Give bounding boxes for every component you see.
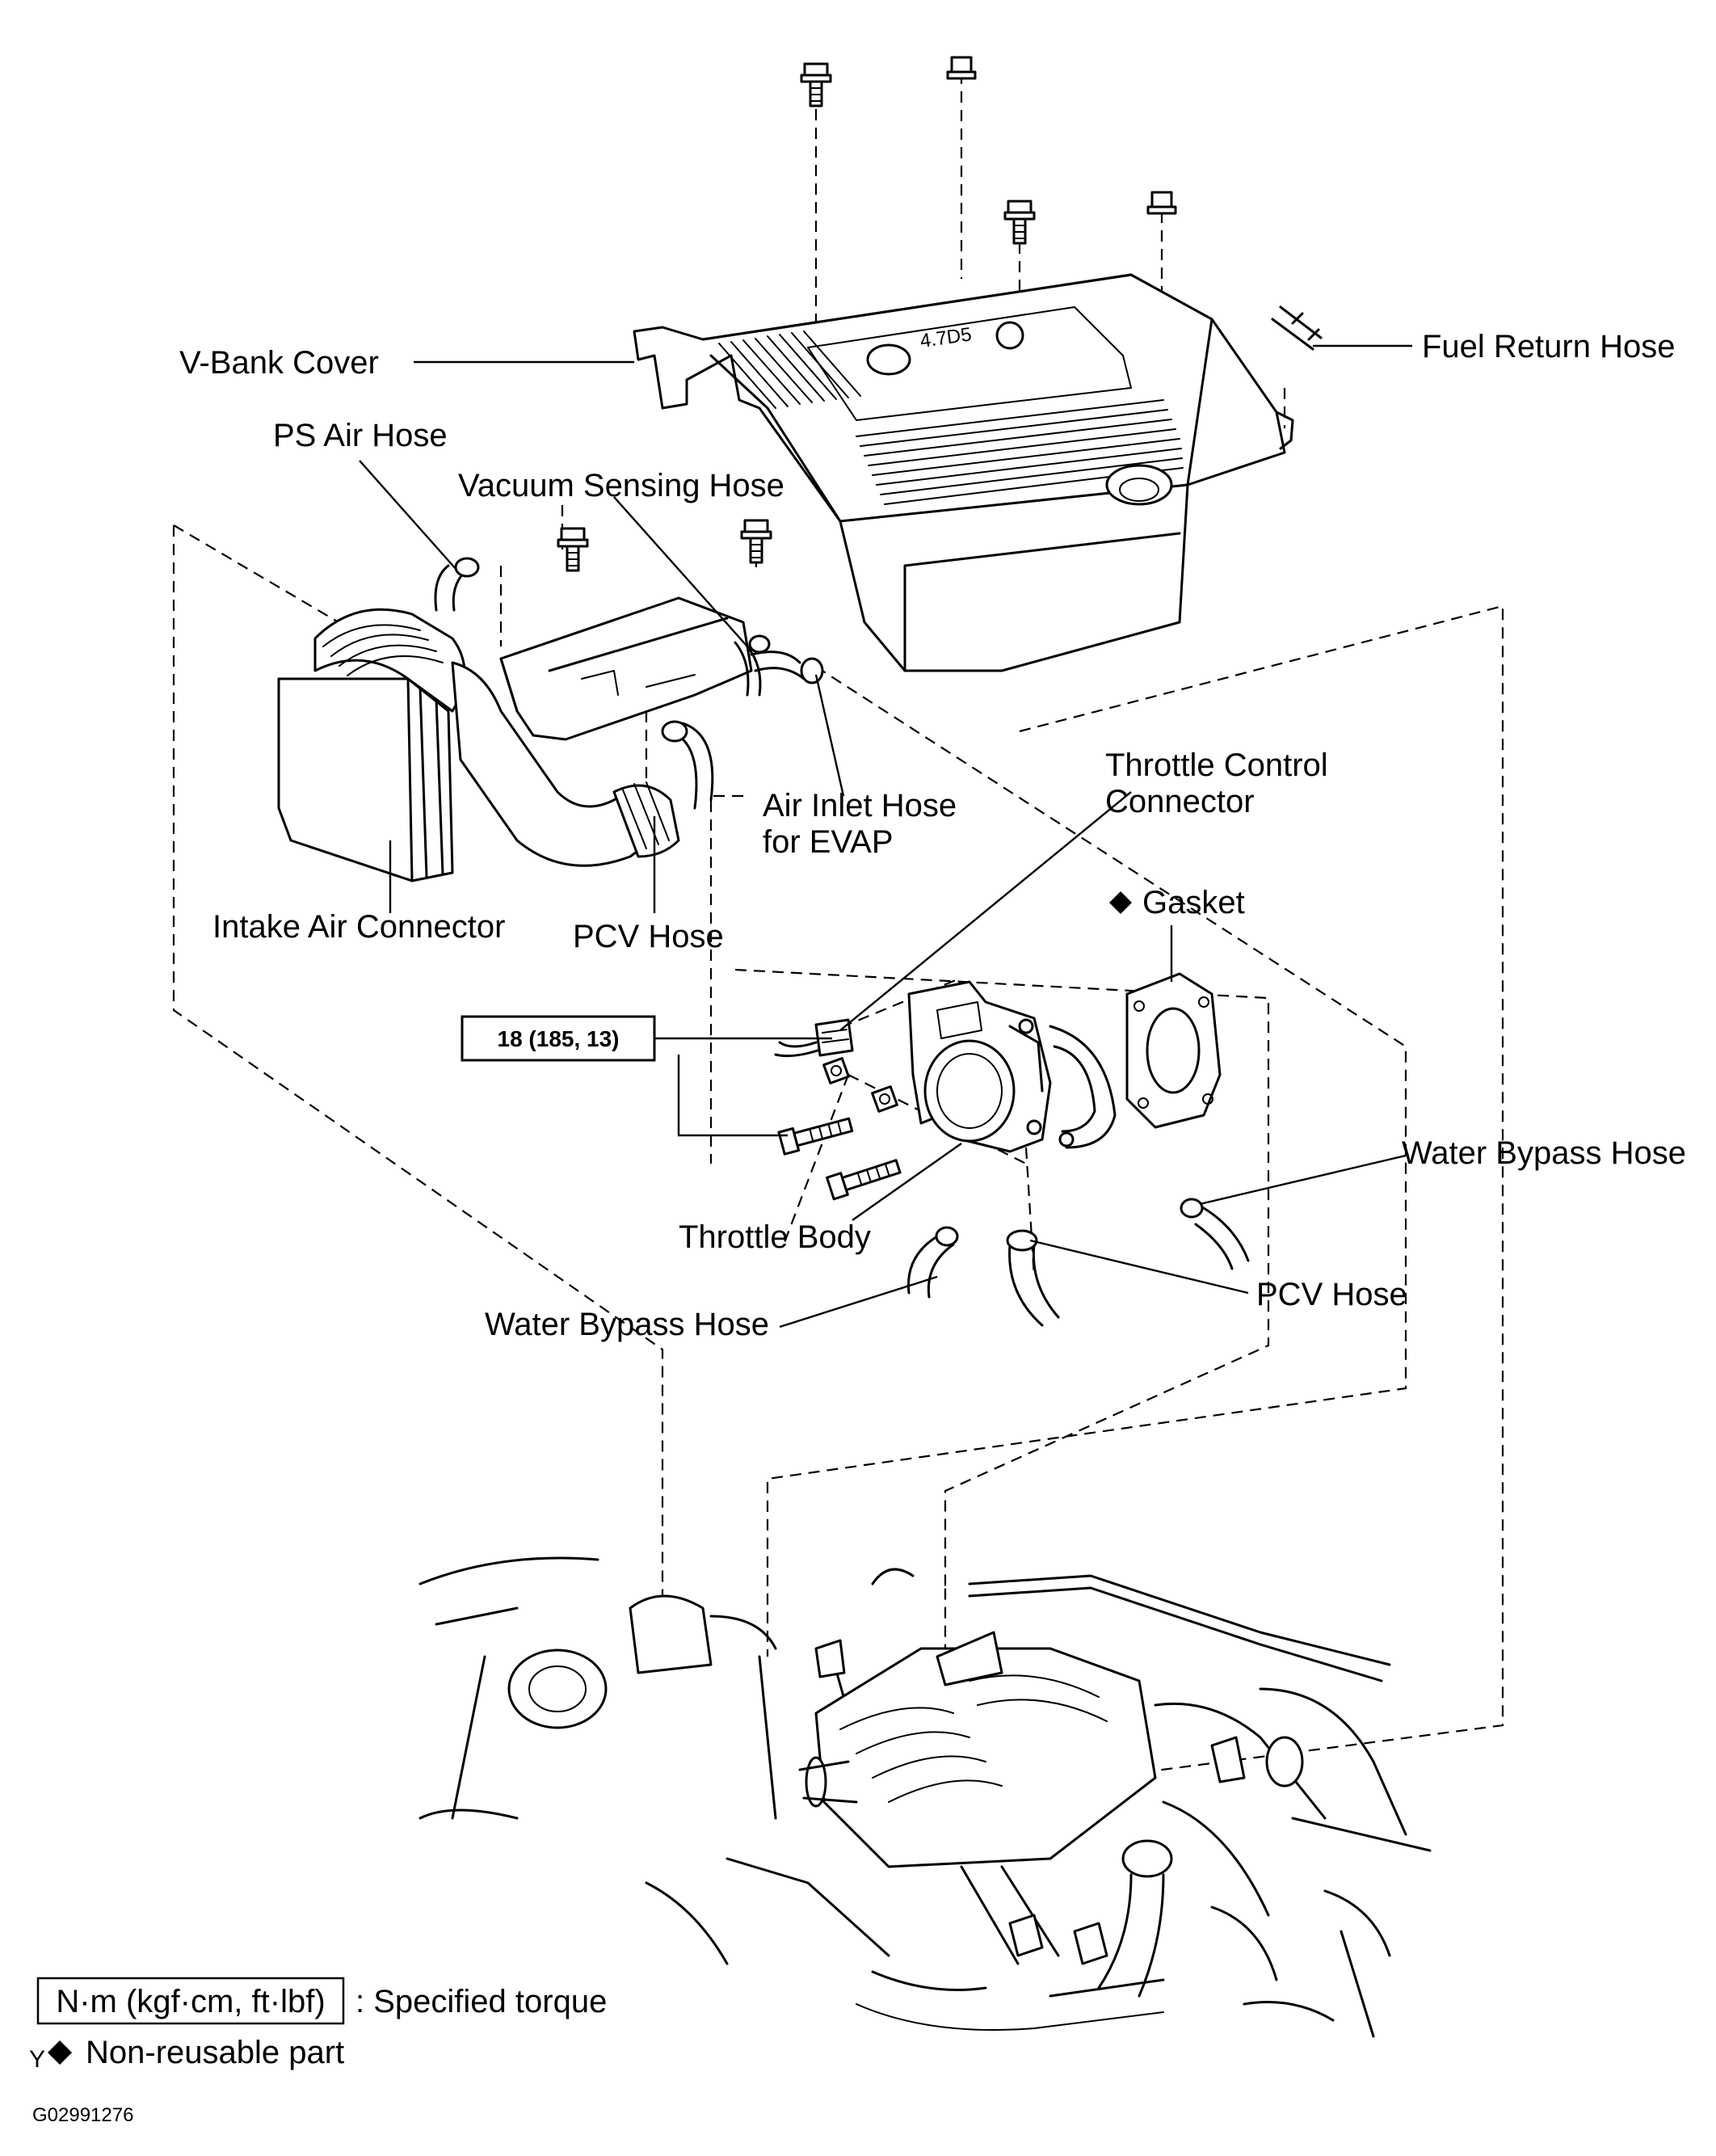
label-intake-air-connector: Intake Air Connector <box>212 909 505 945</box>
leader-lines <box>359 344 1412 1329</box>
bolt-icon <box>777 1117 854 1156</box>
nut-icon <box>871 1085 898 1113</box>
gasket <box>1125 972 1222 1129</box>
torque-spec-value: 18 (185, 13) <box>498 1026 620 1051</box>
throttle-body <box>907 980 1075 1153</box>
label-air-inlet-hose-line2: for EVAP <box>763 824 894 860</box>
pcv-hose-upper <box>661 720 714 810</box>
label-fuel-return-hose: Fuel Return Hose <box>1422 329 1675 364</box>
pcv-hose-lower <box>1006 1229 1060 1327</box>
torque-spec-box: 18 (185, 13) <box>461 1015 656 1062</box>
label-v-bank-cover: V-Bank Cover <box>179 345 379 381</box>
label-throttle-control-line2: Connector <box>1105 784 1255 819</box>
water-bypass-hose-left <box>906 1226 959 1299</box>
nut-icon <box>822 1057 850 1084</box>
nut-icon <box>1146 191 1177 215</box>
legend-torque-text: : Specified torque <box>355 1984 607 2019</box>
bolt-icon <box>557 527 589 572</box>
label-throttle-control-line1: Throttle Control <box>1105 747 1328 783</box>
bolt-icon <box>740 519 772 564</box>
v-bank-cover: 4.7D5 <box>633 273 1294 672</box>
label-gasket: Gasket <box>1142 885 1245 920</box>
bolt-icon <box>1003 200 1036 245</box>
engine-assembly <box>418 1556 1432 2038</box>
label-water-bypass-hose-right: Water Bypass Hose <box>1402 1135 1686 1171</box>
label-ps-air-hose: PS Air Hose <box>273 418 448 453</box>
part-labels: V-Bank Cover Fuel Return Hose PS Air Hos… <box>179 329 1686 1342</box>
throttle-nuts-bolts <box>777 1057 902 1201</box>
figure-code: G02991276 <box>32 2104 133 2126</box>
legend-nonreusable-text: Non-reusable part <box>86 2035 344 2070</box>
bolt-icon <box>826 1159 902 1201</box>
air-intake-chamber <box>499 596 753 741</box>
label-throttle-body: Throttle Body <box>679 1219 871 1255</box>
label-water-bypass-hose-left: Water Bypass Hose <box>485 1307 769 1342</box>
fuel-return-hose <box>1271 305 1323 351</box>
ps-air-hose <box>434 557 480 612</box>
water-bypass-hose-right <box>1180 1198 1250 1270</box>
label-gasket-group: Gasket <box>1109 885 1245 920</box>
legend-torque-box: N·m (kgf·cm, ft·lbf) <box>56 1984 325 2019</box>
cover-bolts <box>557 56 1177 572</box>
throttle-body-hose <box>1049 1025 1117 1149</box>
nut-icon <box>946 56 977 80</box>
air-inlet-hose-for-evap <box>750 651 824 684</box>
bolt-icon <box>800 62 832 107</box>
label-pcv-hose-upper: PCV Hose <box>573 919 724 954</box>
legend-nonreusable-mark: Y <box>29 2046 45 2073</box>
label-pcv-hose-lower: PCV Hose <box>1256 1277 1407 1312</box>
diamond-icon <box>1109 891 1132 914</box>
label-vacuum-sensing-hose: Vacuum Sensing Hose <box>458 468 784 503</box>
diamond-icon <box>48 2040 72 2065</box>
legend: N·m (kgf·cm, ft·lbf) : Specified torque … <box>29 1977 607 2073</box>
label-air-inlet-hose-line1: Air Inlet Hose <box>763 788 957 823</box>
